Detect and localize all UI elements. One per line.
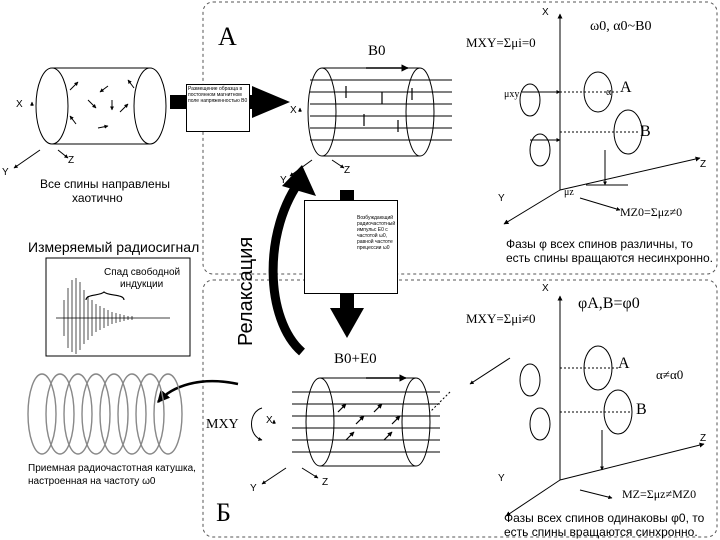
- panel-b-caption-2: есть спины вращаются синхронно.: [504, 525, 698, 539]
- panel-b-mz-label: MZ=Σμz≠MZ0: [622, 487, 697, 501]
- panel-a-mz-label: MZ0=Σμz≠0: [620, 205, 683, 219]
- panel-b-mxy-label: MXY: [206, 417, 239, 432]
- panel-a-3d-axes: [503, 13, 701, 225]
- left-axis-z: Z: [68, 155, 75, 166]
- pulse-box-text: Возбуждающий радиочастотный импульс E0 с…: [357, 215, 396, 251]
- panel-b-phi-label: φA,B=φ0: [578, 295, 640, 312]
- fid-label-1: Спад свободной: [104, 267, 181, 278]
- relaxation-label: Релаксация: [235, 236, 257, 346]
- signal-box: [45, 257, 191, 357]
- panel-a-cone-a: A: [620, 79, 632, 96]
- left-axes: [13, 101, 69, 169]
- panel-b-alpha-ne: α≠α0: [656, 367, 684, 382]
- panel-b-3d-axes: [429, 295, 705, 517]
- a-axis-x: X: [290, 105, 297, 116]
- panel-a-sum-label: MXY=Σμi=0: [466, 35, 536, 50]
- panel-a-caption-1: Фазы φ всех спинов различны, то: [506, 237, 693, 251]
- panel-b-field-label: B0+E0: [334, 351, 377, 367]
- panel-b-axes: [261, 419, 319, 485]
- signal-arrow: [157, 380, 239, 403]
- panel-b-cone-b: B: [636, 401, 647, 418]
- panel-b-cone-a: A: [618, 355, 630, 372]
- left-axis-x: X: [16, 99, 23, 110]
- panel-b-sum-label: MXY=Σμi≠0: [466, 311, 536, 326]
- chaotic-spin-arrows: [69, 79, 135, 129]
- pulse-box: Возбуждающий радиочастотный импульс E0 с…: [304, 200, 398, 294]
- panel-a-mu-z: μz: [564, 187, 574, 198]
- panel-a-cone-b: B: [640, 123, 651, 140]
- pulse-arrow-head: [330, 308, 364, 338]
- mxy-rotation: [251, 407, 263, 441]
- b-axis-x: X: [266, 415, 273, 426]
- panel-a-spins: [345, 86, 413, 132]
- chaotic-caption-1: Все спины направлены: [40, 177, 170, 191]
- field-arrow-head: [252, 86, 290, 118]
- panel-a-letter: А: [218, 22, 237, 51]
- panel-b-border: [202, 279, 718, 538]
- coil-caption-2: настроенная на частоту ω0: [28, 476, 156, 487]
- field-box: Размещение образца в постоянном магнитно…: [186, 84, 250, 132]
- panel-a-mu-xy: μxy: [504, 89, 520, 100]
- left-axis-y: Y: [2, 167, 9, 178]
- b-axis-z: Z: [322, 477, 329, 488]
- panel-b-caption-1: Фазы всех спинов одинаковы φ0, то: [504, 511, 705, 525]
- panel-a-border: [202, 1, 718, 275]
- b3d-axis-z: Z: [700, 433, 707, 444]
- relaxation-arrow: [268, 175, 306, 356]
- pulse-arrow-shaft: [340, 292, 354, 310]
- fid-label-2: индукции: [120, 279, 164, 290]
- b3d-axis-x: X: [542, 283, 549, 294]
- pulse-top-shaft: [340, 190, 354, 200]
- b3d-axis-y: Y: [498, 473, 505, 484]
- chaotic-sample-cylinder: [35, 67, 167, 145]
- field-box-bar: [170, 95, 186, 109]
- panel-a-cylinder: [307, 64, 452, 157]
- panel-a-caption-2: есть спины вращаются несинхронно.: [506, 251, 713, 265]
- a-axis-z: Z: [344, 165, 351, 176]
- fid-waveform: [56, 278, 170, 354]
- signal-title: Измеряемый радиосигнал: [28, 239, 200, 255]
- a3d-axis-z: Z: [700, 159, 707, 170]
- panel-a-alpha: α: [606, 87, 612, 98]
- coil-caption-1: Приемная радиочастотная катушка,: [28, 463, 196, 474]
- panel-a-omega-label: ω0, α0~B0: [590, 19, 652, 34]
- panel-a-field-label: B0: [368, 43, 386, 59]
- panel-b-letter: Б: [216, 498, 231, 527]
- a-axis-y: Y: [280, 175, 287, 186]
- fid-brace: [85, 291, 125, 301]
- a3d-axis-x: X: [542, 7, 549, 18]
- relaxation-arrowhead: [282, 165, 316, 196]
- receive-coil: [27, 373, 183, 455]
- b-axis-y: Y: [250, 483, 257, 494]
- field-box-text: Размещение образца в постоянном магнитно…: [188, 86, 248, 104]
- panel-b-cylinder: [292, 374, 440, 467]
- a3d-axis-y: Y: [498, 193, 505, 204]
- chaotic-caption-2: хаотично: [72, 191, 123, 205]
- panel-b-spins: [337, 403, 401, 441]
